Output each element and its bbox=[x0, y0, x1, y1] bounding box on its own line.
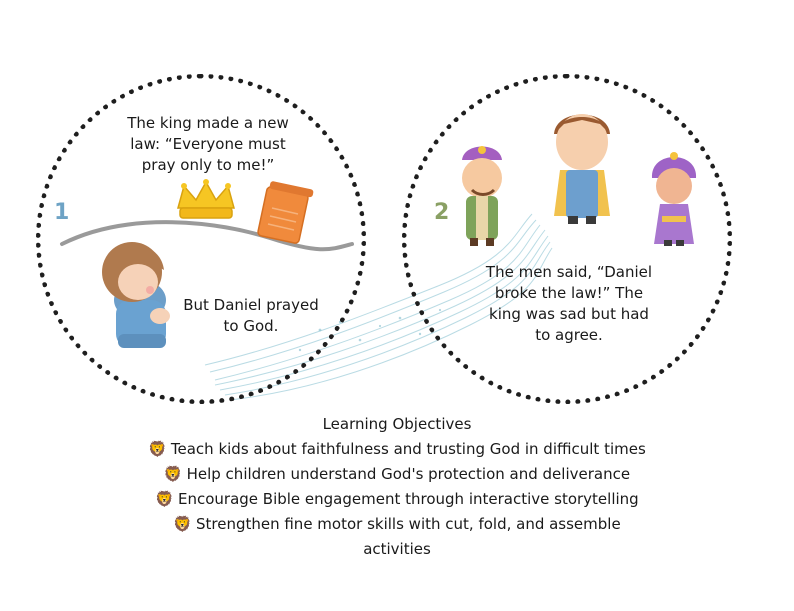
objective-item: 🦁Strengthen fine motor skills with cut, … bbox=[173, 515, 621, 558]
objective-item: 🦁Help children understand God's protecti… bbox=[163, 465, 631, 483]
panel-2-text: The men said, “Daniel broke the law!” Th… bbox=[485, 263, 653, 344]
panel-1-bottom-text: But Daniel prayed to God. bbox=[183, 296, 319, 335]
story-panel-1 bbox=[36, 74, 366, 404]
lion-face-icon: 🦁 bbox=[155, 490, 174, 508]
objective-item: 🦁Encourage Bible engagement through inte… bbox=[155, 490, 639, 508]
lion-face-icon: 🦁 bbox=[173, 515, 192, 533]
lion-face-icon: 🦁 bbox=[148, 440, 167, 458]
story-panel-2 bbox=[402, 74, 732, 404]
panel-1-top-text: The king made a new law: “Everyone must … bbox=[127, 114, 289, 174]
objective-item: 🦁Teach kids about faithfulness and trust… bbox=[148, 440, 646, 458]
learning-objectives: Learning Objectives 🦁Teach kids about fa… bbox=[0, 412, 794, 562]
objectives-title: Learning Objectives bbox=[322, 415, 472, 433]
panel-2-number: 2 bbox=[434, 200, 450, 225]
panel-1-number: 1 bbox=[54, 200, 70, 225]
lion-face-icon: 🦁 bbox=[163, 465, 183, 483]
